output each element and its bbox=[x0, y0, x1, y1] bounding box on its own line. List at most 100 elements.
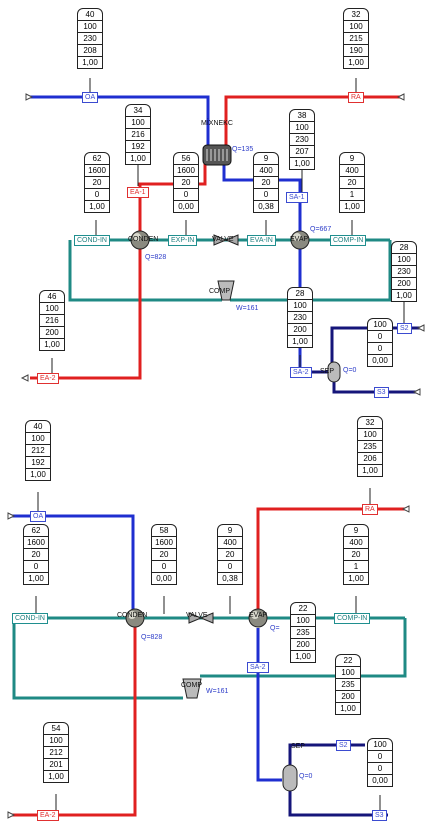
ra-pipe bbox=[224, 95, 400, 150]
stream-value-cell: 20 bbox=[253, 177, 279, 189]
stream-value-cell: 206 bbox=[357, 453, 383, 465]
stream-value-cell: 9 bbox=[253, 152, 279, 165]
b-tag-cond-in[interactable]: COND-IN bbox=[12, 613, 48, 624]
stream-value-cell: 46 bbox=[39, 290, 65, 303]
stream-value-cell: 100 bbox=[43, 735, 69, 747]
stream-value-cell: 0 bbox=[367, 331, 393, 343]
b-separator-icon[interactable] bbox=[282, 764, 298, 792]
mixer-icon[interactable] bbox=[202, 144, 232, 166]
stream-value-cell: 9 bbox=[343, 524, 369, 537]
ea2-pipe bbox=[30, 248, 142, 380]
label-q0: Q=0 bbox=[343, 367, 357, 374]
stream-value-cell: 62 bbox=[84, 152, 110, 165]
b-valve-icon[interactable] bbox=[188, 612, 214, 624]
stream-value-cell: 200 bbox=[391, 278, 417, 290]
stream-value-cell: 230 bbox=[289, 134, 315, 146]
stream-value-cell: 400 bbox=[343, 537, 369, 549]
stream-value-cell: 1 bbox=[343, 561, 369, 573]
b-label-q0: Q=0 bbox=[299, 773, 313, 780]
b-label-evap: EVAP bbox=[249, 612, 268, 619]
separator-icon[interactable] bbox=[327, 361, 341, 383]
tag-comp-in[interactable]: COMP-IN bbox=[330, 235, 367, 246]
stream-value-cell: 0 bbox=[151, 561, 177, 573]
stream-value-cell: 216 bbox=[39, 315, 65, 327]
b-label-comp: COMP bbox=[181, 682, 202, 689]
stream-value-cell: 192 bbox=[125, 141, 151, 153]
stream-value-cell: 20 bbox=[151, 549, 177, 561]
tag-sa1[interactable]: SA-1 bbox=[286, 192, 308, 203]
stream-value-cell: 1,00 bbox=[391, 290, 417, 302]
stream-value-cell: 0,00 bbox=[367, 775, 393, 787]
stream-value-cell: 0,00 bbox=[367, 355, 393, 367]
condenser-icon[interactable] bbox=[130, 230, 150, 250]
stream-value-cell: 400 bbox=[217, 537, 243, 549]
stream-value-cell: 0 bbox=[367, 343, 393, 355]
tag-exp-in[interactable]: EXP-IN bbox=[168, 235, 198, 246]
stream-value-cell: 1,00 bbox=[287, 336, 313, 348]
stream-value-cell: 200 bbox=[39, 327, 65, 339]
stream-value-cell: 1 bbox=[339, 189, 365, 201]
stream-value-cell: 215 bbox=[343, 33, 369, 45]
label-sep: SEP bbox=[320, 368, 335, 375]
stream-value-cell: 1600 bbox=[23, 537, 49, 549]
stream-value-cell: 22 bbox=[290, 602, 316, 615]
stream-value-cell: 235 bbox=[290, 627, 316, 639]
label-q828: Q=828 bbox=[145, 254, 167, 261]
label-comp: COMP bbox=[209, 288, 230, 295]
b-compressor-icon[interactable] bbox=[182, 678, 202, 699]
stream-value-cell: 100 bbox=[290, 615, 316, 627]
valve-icon[interactable] bbox=[213, 234, 239, 246]
stream-value-cell: 38 bbox=[289, 109, 315, 122]
tag-ra[interactable]: RA bbox=[348, 92, 364, 103]
evaporator-icon[interactable] bbox=[290, 230, 310, 250]
stream-value-cell: 28 bbox=[391, 241, 417, 254]
tag-eva-in[interactable]: EVA-IN bbox=[247, 235, 276, 246]
stream-value-cell: 190 bbox=[343, 45, 369, 57]
tag-ea2[interactable]: EA-2 bbox=[37, 373, 59, 384]
b-tag-s3[interactable]: S3 bbox=[372, 810, 387, 821]
b-tag-sa2[interactable]: SA-2 bbox=[247, 662, 269, 673]
b-tag-oa[interactable]: OA bbox=[30, 511, 47, 522]
stream-value-cell: 32 bbox=[343, 8, 369, 21]
b-label-q: Q= bbox=[270, 625, 280, 632]
compressor-icon[interactable] bbox=[217, 280, 235, 301]
stream-value-cell: 100 bbox=[335, 667, 361, 679]
stream-value-cell: 100 bbox=[125, 117, 151, 129]
stream-value-cell: 400 bbox=[253, 165, 279, 177]
tag-oa[interactable]: OA bbox=[82, 92, 99, 103]
b-condenser-icon[interactable] bbox=[125, 608, 145, 628]
stream-value-cell: 1,00 bbox=[357, 465, 383, 477]
stream-value-cell: 1,00 bbox=[23, 573, 49, 585]
stream-value-cell: 100 bbox=[391, 254, 417, 266]
b-tag-ea2[interactable]: EA-2 bbox=[37, 810, 59, 821]
tag-cond-in[interactable]: COND-IN bbox=[74, 235, 110, 246]
tag-s2[interactable]: S2 bbox=[397, 323, 412, 334]
b-tag-comp-in[interactable]: COMP-IN bbox=[334, 613, 371, 624]
stream-value-cell: 1,00 bbox=[343, 573, 369, 585]
stream-value-cell: 22 bbox=[335, 654, 361, 667]
label-q667: Q=667 bbox=[310, 226, 332, 233]
bottom-pipes bbox=[12, 507, 407, 817]
b-tag-s2[interactable]: S2 bbox=[336, 740, 351, 751]
tag-ea1[interactable]: EA-1 bbox=[127, 187, 149, 198]
tag-s3[interactable]: S3 bbox=[374, 387, 389, 398]
label-valve: VALVE bbox=[212, 236, 234, 243]
tag-sa2[interactable]: SA-2 bbox=[290, 367, 312, 378]
stream-value-cell: 40 bbox=[77, 8, 103, 21]
stream-value-cell: 1,00 bbox=[39, 339, 65, 351]
stream-value-cell: 230 bbox=[287, 312, 313, 324]
stream-value-cell: 230 bbox=[391, 266, 417, 278]
b-evaporator-icon[interactable] bbox=[248, 608, 268, 628]
b-tag-ra[interactable]: RA bbox=[362, 504, 378, 515]
